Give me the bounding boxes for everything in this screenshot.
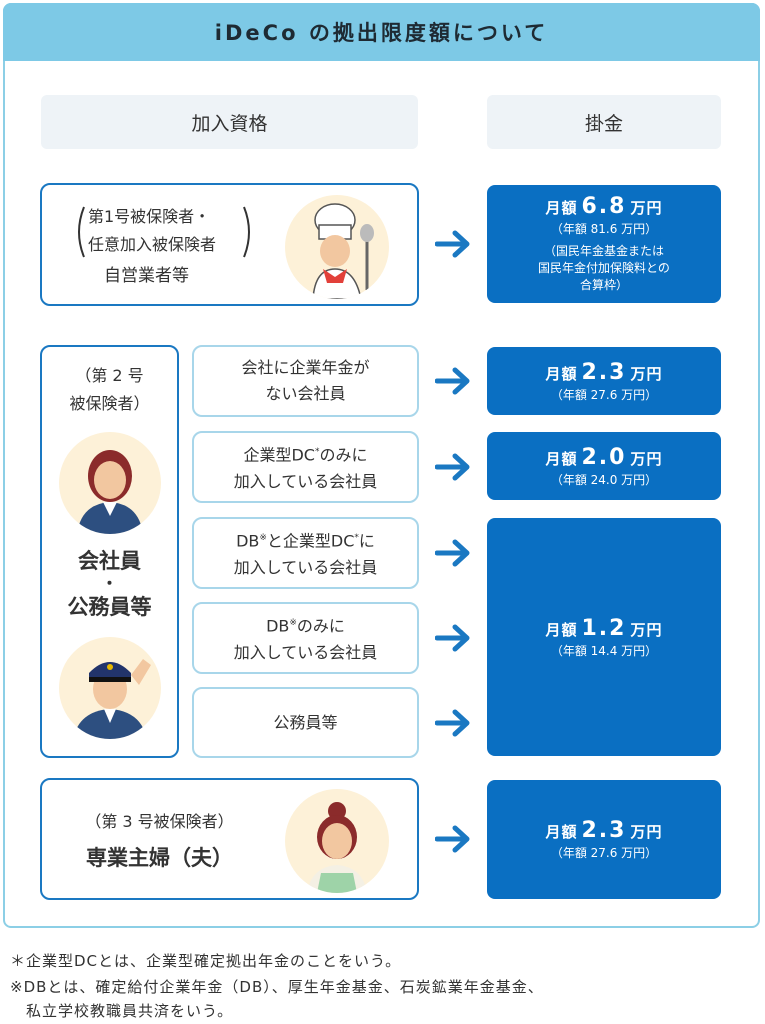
- category-2-main2: 公務員等: [42, 593, 177, 621]
- category-2-main1: 会社員: [42, 547, 177, 575]
- monthly-prefix: 月額: [545, 365, 577, 383]
- page-title: iDeCo の拠出限度額について: [215, 17, 548, 47]
- office-worker-woman-icon: [59, 432, 161, 534]
- category-1-line1: 第1号被保険者・: [88, 203, 216, 231]
- eligibility-line-a: DB: [266, 617, 289, 636]
- yearly-amount: （年額 24.0 万円）: [551, 471, 657, 488]
- category-2-dot: ・: [42, 575, 177, 593]
- category-2-label1: （第 2 号: [42, 362, 177, 390]
- monthly-amount: 2.3: [582, 818, 627, 843]
- arrow-right-icon: [435, 825, 471, 853]
- eligibility-line-a: 公務員等: [273, 710, 337, 736]
- monthly-unit: 万円: [630, 199, 662, 217]
- category-1-box: 第1号被保険者・ 任意加入被保険者 自営業者等: [40, 183, 419, 306]
- arrow-right-icon: [435, 624, 471, 652]
- eligibility-db-and-dc: DB※と企業型DC*に 加入している会社員: [192, 517, 419, 589]
- footnote-db-cont: 私立学校教職員共済をいう。: [10, 1000, 233, 1021]
- monthly-amount: 2.0: [582, 445, 627, 470]
- eligibility-line-b: 加入している会社員: [234, 469, 378, 495]
- eligibility-line-a2: のみに: [319, 446, 367, 465]
- monthly-unit: 万円: [630, 450, 662, 468]
- monthly-amount: 6.8: [582, 194, 627, 219]
- reference-mark: ※: [259, 533, 267, 543]
- category-1-line2: 任意加入被保険者: [88, 231, 216, 259]
- eligibility-db-only: DB※のみに 加入している会社員: [192, 602, 419, 674]
- eligibility-line-b: ない会社員: [265, 381, 345, 407]
- category-1-main: 自営業者等: [104, 261, 189, 286]
- eligibility-line-a: 企業型DC: [243, 446, 315, 465]
- yearly-amount: （年額 81.6 万円）: [551, 220, 657, 237]
- monthly-unit: 万円: [630, 621, 662, 639]
- yearly-amount: （年額 27.6 万円）: [551, 386, 657, 403]
- monthly-amount: 1.2: [582, 616, 627, 641]
- arrow-right-icon: [435, 453, 471, 481]
- eligibility-line-a2: のみに: [297, 617, 345, 636]
- category-3-label: （第 3 号被保険者）: [62, 808, 257, 836]
- eligibility-line-a: 会社に企業年金が: [241, 355, 369, 381]
- pay-note-line3: 合算枠）: [538, 277, 670, 294]
- category-3-box: （第 3 号被保険者） 専業主婦（夫）: [40, 778, 419, 900]
- yearly-amount: （年額 27.6 万円）: [551, 844, 657, 861]
- header-contribution: 掛金: [487, 95, 721, 149]
- eligibility-line-b: 加入している会社員: [234, 555, 378, 581]
- pay-note-line1: （国民年金基金または: [538, 243, 670, 260]
- police-officer-icon: [59, 637, 161, 739]
- chef-avatar-icon: [285, 195, 389, 299]
- pay-note-line2: 国民年金付加保険料との: [538, 260, 670, 277]
- monthly-prefix: 月額: [545, 621, 577, 639]
- eligibility-line-b: 加入している会社員: [234, 640, 378, 666]
- left-paren-icon: [72, 205, 86, 259]
- arrow-right-icon: [435, 539, 471, 567]
- monthly-unit: 万円: [630, 823, 662, 841]
- monthly-prefix: 月額: [545, 450, 577, 468]
- header-eligibility: 加入資格: [41, 95, 418, 149]
- yearly-amount: （年額 14.4 万円）: [551, 642, 657, 659]
- right-paren-icon: [242, 205, 256, 259]
- footnote-db: ※DBとは、確定給付企業年金（DB）、厚生年金基金、石炭鉱業年金基金、: [10, 976, 544, 997]
- eligibility-dc-only: 企業型DC*のみに 加入している会社員: [192, 431, 419, 503]
- arrow-right-icon: [435, 230, 471, 258]
- category-2-box: （第 2 号 被保険者） 会社員 ・ 公務員等: [40, 345, 179, 758]
- monthly-prefix: 月額: [545, 199, 577, 217]
- eligibility-public-servants: 公務員等: [192, 687, 419, 758]
- category-3-main: 専業主婦（夫）: [62, 842, 257, 872]
- homemaker-woman-icon: [285, 789, 389, 893]
- monthly-prefix: 月額: [545, 823, 577, 841]
- eligibility-line-a3: に: [359, 532, 375, 551]
- monthly-unit: 万円: [630, 365, 662, 383]
- monthly-amount: 2.3: [582, 360, 627, 385]
- category-2-label2: 被保険者）: [42, 390, 177, 418]
- arrow-right-icon: [435, 367, 471, 395]
- eligibility-no-corporate-pension: 会社に企業年金が ない会社員: [192, 345, 419, 417]
- title-bar: iDeCo の拠出限度額について: [3, 3, 760, 61]
- eligibility-line-a2: と企業型DC: [267, 532, 355, 551]
- reference-mark: ※: [289, 618, 297, 628]
- footnote-dc: ＊企業型DCとは、企業型確定拠出年金のことをいう。: [10, 950, 401, 971]
- arrow-right-icon: [435, 709, 471, 737]
- eligibility-line-a: DB: [236, 532, 259, 551]
